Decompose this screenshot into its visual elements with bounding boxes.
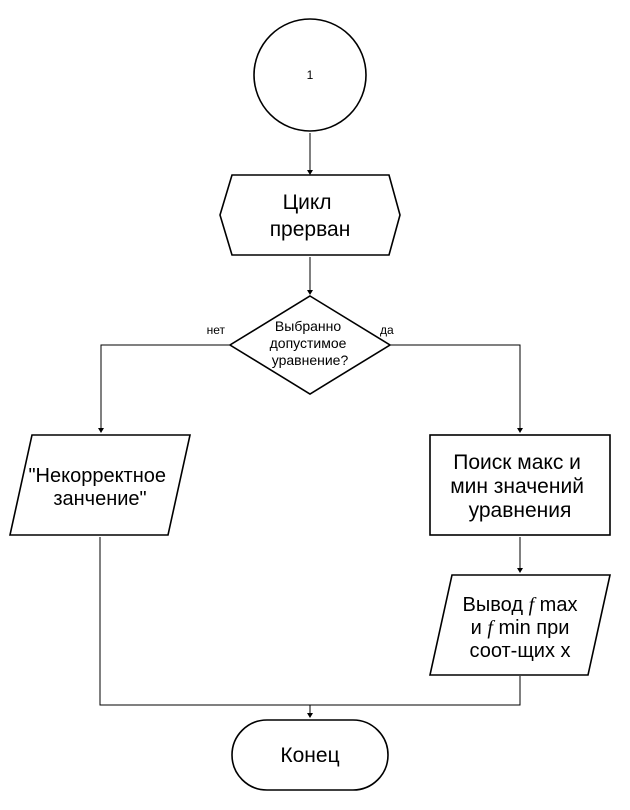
process-line-2: мин значений bbox=[450, 475, 584, 498]
decision-no-label: нет bbox=[207, 323, 226, 337]
connector-label: 1 bbox=[307, 68, 314, 82]
decision-yes-label: да bbox=[380, 323, 394, 337]
loop-end-line-1: Цикл bbox=[283, 191, 332, 214]
edge-decision-yes bbox=[390, 344, 521, 430]
edge-decision-no bbox=[100, 344, 230, 430]
decision-line-3: уравнение? bbox=[272, 352, 349, 368]
decision-line-1: Выбранно bbox=[275, 318, 341, 334]
svg-text:"Некорректное занчение": "Некорректное занчение" bbox=[28, 465, 171, 510]
error-output-line-1: "Некорректное bbox=[28, 465, 166, 487]
loop-end-node: Цикл прерван bbox=[219, 174, 401, 256]
svg-text:Выбранно допустимое: Выбранно допустимое уравнение? bbox=[270, 318, 351, 368]
result-output-line-1: Вывод f max bbox=[463, 594, 578, 616]
process-line-1: Поиск макс и bbox=[453, 451, 581, 474]
edge-result-to-merge bbox=[310, 676, 521, 706]
arrowhead-error-output bbox=[98, 428, 104, 433]
arrowhead-process bbox=[517, 428, 523, 433]
process-node: Поиск макс и мин значений уравнения bbox=[429, 434, 611, 536]
terminator-label: Конец bbox=[280, 744, 339, 767]
edge-error-to-merge bbox=[99, 537, 310, 706]
arrowhead-result-output bbox=[517, 568, 523, 573]
decision-node: Выбранно допустимое уравнение? bbox=[228, 295, 392, 395]
f-symbol-max: f bbox=[529, 594, 537, 616]
result-output-node: Вывод f max и f min при соот-щих x bbox=[429, 574, 611, 676]
loop-end-line-2: прерван bbox=[270, 218, 351, 241]
result-output-line-3: соот-щих x bbox=[469, 640, 570, 662]
arrowhead-end bbox=[307, 713, 313, 718]
connector-node: 1 bbox=[253, 18, 367, 132]
svg-text:Поиск макс и мин значени: Поиск макс и мин значений уравнения bbox=[450, 451, 590, 522]
result-output-line-2: и f min при bbox=[471, 617, 570, 639]
process-line-3: уравнения bbox=[469, 499, 572, 522]
arrowhead-decision bbox=[307, 290, 313, 295]
svg-text:Цикл прерван: Цикл прерван bbox=[270, 191, 351, 241]
arrowhead-loop bbox=[307, 170, 313, 175]
f-symbol-min: f bbox=[487, 617, 495, 639]
error-output-node: "Некорректное занчение" bbox=[9, 434, 191, 536]
terminator-node: Конец bbox=[231, 719, 389, 791]
decision-line-2: допустимое bbox=[270, 335, 347, 351]
error-output-line-2: занчение" bbox=[53, 488, 146, 510]
